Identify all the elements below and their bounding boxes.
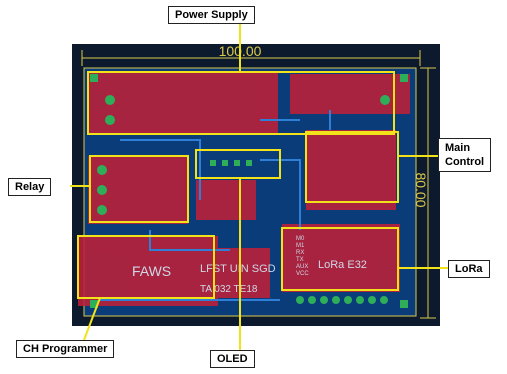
ch-programmer-label: CH Programmer — [16, 340, 115, 358]
oled-label: OLED — [210, 350, 255, 368]
lora-box — [281, 227, 399, 291]
silk-board-code: TA 032 TE18 — [200, 284, 258, 295]
relay-label-text: Relay — [15, 181, 45, 193]
relay-label: Relay — [8, 178, 52, 196]
width-dimension — [81, 50, 421, 66]
oled-label-text: OLED — [217, 353, 248, 365]
power-supply-label-text: Power Supply — [175, 9, 248, 21]
oled-box — [195, 149, 281, 179]
main-control-label-line1: Main — [445, 142, 471, 154]
pin-label: TX — [296, 257, 304, 263]
pin-label: AUX — [296, 264, 308, 270]
pin-label: M0 — [296, 236, 305, 242]
lora-label-text: LoRa — [455, 263, 483, 275]
pads — [90, 74, 408, 308]
height-dimension — [420, 67, 436, 319]
ch-programmer-box — [77, 235, 215, 299]
highlight-boxes — [77, 71, 399, 299]
power-supply-label: Power Supply — [168, 6, 255, 24]
main-control-box — [305, 131, 399, 203]
lora-label: LoRa — [448, 260, 490, 278]
main-control-label: Main Control — [438, 138, 492, 172]
height-dimension-label: 80.00 — [413, 172, 429, 207]
silk-board-text: LFST UIN SGD — [200, 263, 276, 275]
pin-label: M1 — [296, 243, 305, 249]
silk-pin-labels: M0 M1 RX TX AUX VCC — [296, 236, 309, 277]
pin-label: VCC — [296, 271, 309, 277]
main-control-label-line2: Control — [445, 156, 485, 168]
silk-lora-module: LoRa E32 — [318, 259, 367, 271]
silk-faws: FAWS — [132, 263, 171, 279]
pin-label: RX — [296, 250, 304, 256]
callout-lines — [70, 24, 448, 350]
relay-box — [89, 155, 189, 223]
ch-programmer-label-text: CH Programmer — [23, 343, 108, 355]
